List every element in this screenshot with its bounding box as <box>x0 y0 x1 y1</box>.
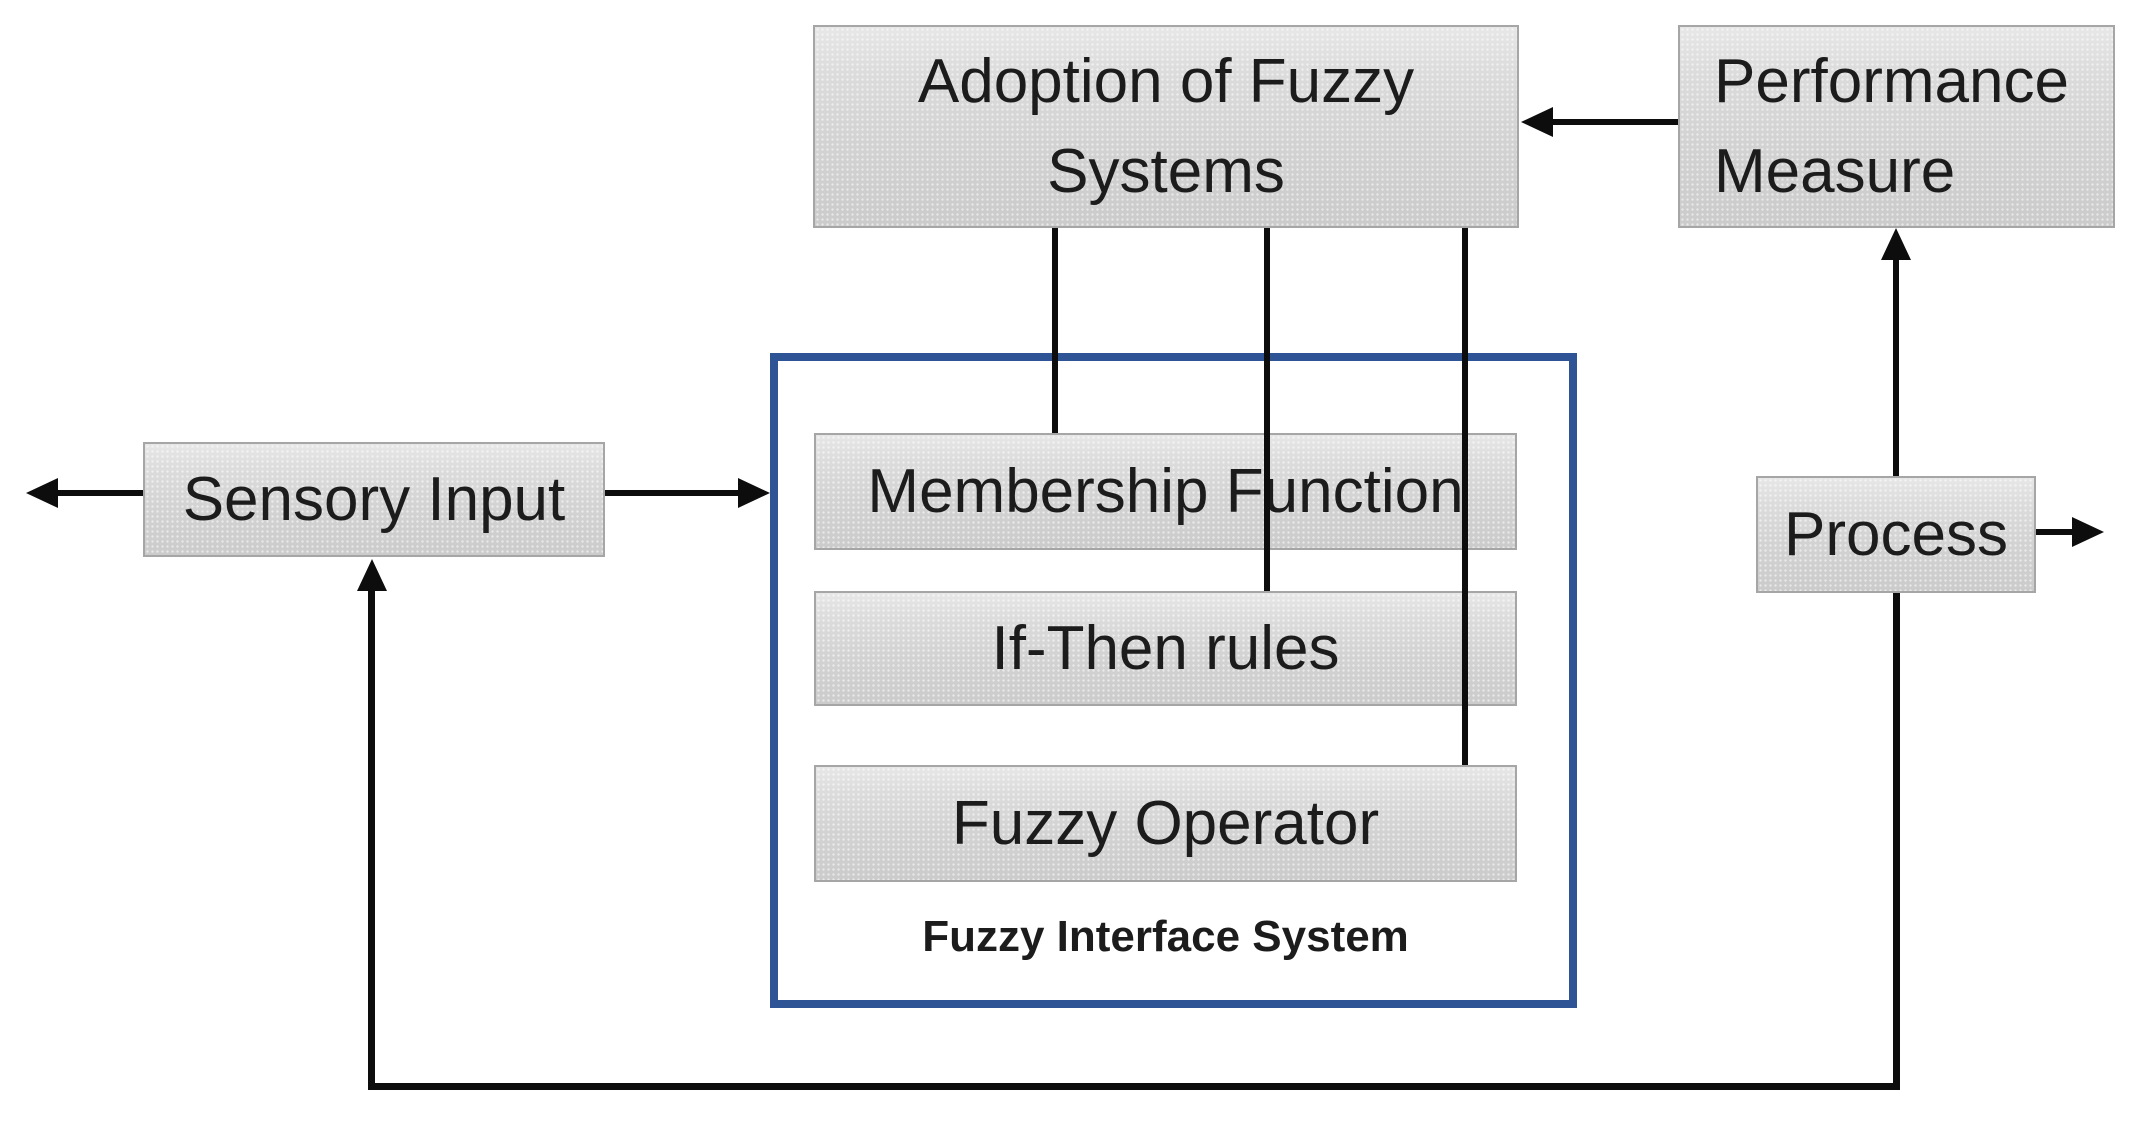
node-process-label: Process <box>1784 499 2008 569</box>
arrow-sensory-out-left-line <box>56 490 143 496</box>
arrow-sensory-out-left-head-icon <box>26 478 58 508</box>
node-adoption-label: Adoption of Fuzzy Systems <box>917 46 1415 206</box>
node-fuzzy-operator: Fuzzy Operator <box>814 765 1517 882</box>
link-adoption-to-membership-line <box>1052 228 1058 433</box>
node-performance-measure: Performance Measure <box>1678 25 2115 228</box>
arrow-performance-to-adoption-head-icon <box>1521 107 1553 137</box>
container-fuzzy-interface-system-label: Fuzzy Interface System <box>922 912 1409 961</box>
node-performance-label: Performance Measure <box>1714 46 2069 206</box>
node-sensory-input: Sensory Input <box>143 442 605 557</box>
node-membership-label: Membership Function <box>867 456 1464 526</box>
arrow-sensory-to-fis-head-icon <box>738 478 770 508</box>
node-process: Process <box>1756 476 2036 593</box>
feedback-loop-to-sensory-head-icon <box>357 559 387 591</box>
node-adoption-of-fuzzy-systems: Adoption of Fuzzy Systems <box>813 25 1519 228</box>
link-adoption-to-if-then-line <box>1264 228 1270 591</box>
arrow-performance-to-adoption-line <box>1553 119 1678 125</box>
node-membership-function: Membership Function <box>814 433 1517 550</box>
arrow-process-out-right-line <box>2036 529 2076 535</box>
node-sensory-label: Sensory Input <box>182 464 566 534</box>
feedback-loop-right-vertical-line <box>1893 593 1900 1090</box>
arrow-process-to-performance-head-icon <box>1881 228 1911 260</box>
arrow-sensory-to-fis-line <box>605 490 740 496</box>
node-fuzzy-operator-label: Fuzzy Operator <box>951 788 1380 858</box>
arrow-process-out-right-head-icon <box>2072 517 2104 547</box>
feedback-loop-left-vertical-line <box>368 590 375 1090</box>
link-adoption-to-fuzzy-operator-line <box>1462 228 1468 765</box>
node-if-then-label: If-Then rules <box>991 613 1340 683</box>
node-if-then-rules: If-Then rules <box>814 591 1517 706</box>
arrow-process-to-performance-line <box>1893 258 1899 476</box>
feedback-loop-bottom-horizontal-line <box>368 1083 1900 1090</box>
container-fuzzy-interface-system <box>770 353 1577 1008</box>
